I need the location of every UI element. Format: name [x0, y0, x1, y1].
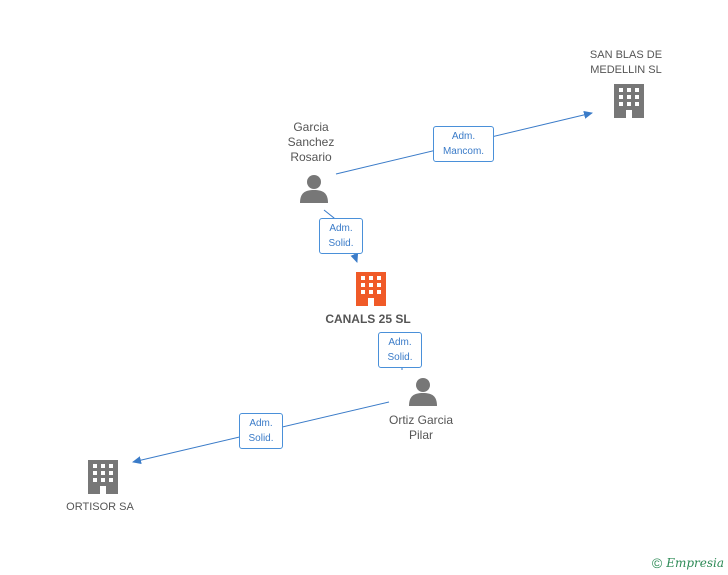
relation-label-garcia-canals[interactable]: Adm. Solid. [319, 218, 363, 254]
footer-brand: © Empresia [652, 555, 724, 571]
main-company-building-icon[interactable] [356, 272, 386, 306]
relation-label-line1: Adm. [451, 131, 476, 142]
relation-label-ortiz-canals[interactable]: Adm. Solid. [378, 332, 422, 368]
person-icon[interactable] [409, 378, 437, 406]
company-label-ortisor[interactable]: ORTISOR SA [66, 501, 134, 513]
person-label-ortiz-garcia-pilar[interactable]: Ortiz Garcia Pilar [388, 413, 453, 442]
relation-label-line1: Adm. [249, 418, 273, 429]
relation-label-line2: Solid. [387, 352, 413, 363]
company-label-canals[interactable]: CANALS 25 SL [325, 312, 411, 326]
relation-label-ortiz-ortisor[interactable]: Adm. Solid. [239, 413, 283, 449]
company-label-san-blas[interactable]: SAN BLAS DE MEDELLIN SL [589, 49, 663, 76]
relation-label-line2: Solid. [248, 433, 274, 444]
relation-label-garcia-sanblas[interactable]: Adm. Mancom. [433, 126, 494, 162]
building-icon[interactable] [614, 84, 644, 118]
person-label-garcia-sanchez-rosario[interactable]: Garcia Sanchez Rosario [287, 120, 335, 164]
relation-label-line1: Adm. [329, 223, 353, 234]
copyright-icon: © [651, 555, 663, 571]
relation-label-line1: Adm. [388, 337, 412, 348]
relation-label-line2: Solid. [328, 238, 354, 249]
person-icon[interactable] [300, 175, 328, 203]
building-icon[interactable] [88, 460, 118, 494]
brand-logo[interactable]: Empresia [666, 556, 724, 570]
relation-label-line2: Mancom. [442, 146, 485, 157]
